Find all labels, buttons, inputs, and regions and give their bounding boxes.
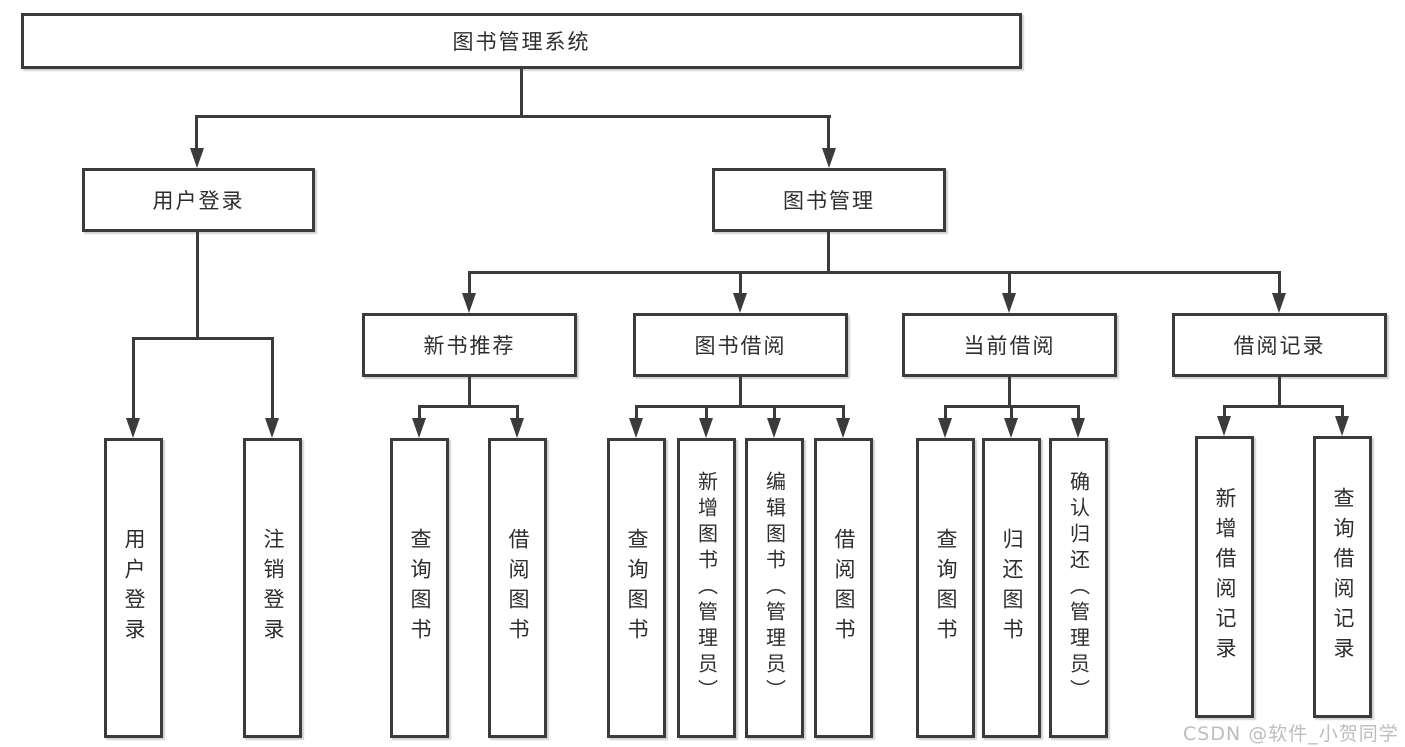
connector-line <box>195 115 831 118</box>
connector-line <box>520 69 523 117</box>
connector-line <box>468 271 471 299</box>
connector-line <box>1223 405 1344 408</box>
node-borrow-records: 借阅记录 <box>1172 313 1387 377</box>
connector-line <box>1278 271 1281 299</box>
connector-line <box>1008 377 1011 407</box>
connector-line <box>1341 405 1344 420</box>
arrow-down-icon <box>836 418 850 438</box>
leaf-logout: 注销登录 <box>243 438 302 738</box>
connector-line <box>705 405 708 421</box>
node-new-book-recommend-label: 新书推荐 <box>423 334 516 358</box>
arrow-down-icon <box>1335 416 1349 436</box>
connector-line <box>132 337 135 421</box>
leaf-edit-books-admin: 编辑图书（管理员） <box>745 438 804 738</box>
connector-line <box>271 337 274 421</box>
arrow-down-icon <box>733 293 747 313</box>
arrow-down-icon <box>1272 293 1286 313</box>
arrow-down-icon <box>629 418 643 438</box>
arrow-down-icon <box>767 418 781 438</box>
connector-line <box>827 115 830 152</box>
arrow-down-icon <box>1071 418 1085 438</box>
connector-line <box>827 232 830 273</box>
connector-line <box>635 405 638 421</box>
leaf-borrow-books-recommend: 借阅图书 <box>488 438 547 738</box>
arrow-down-icon <box>126 418 140 438</box>
csdn-watermark: CSDN @软件_小贺同学 <box>1183 723 1399 745</box>
connector-line <box>739 271 742 299</box>
connector-line <box>1008 271 1011 299</box>
node-book-borrow-label: 图书借阅 <box>694 334 787 358</box>
arrow-down-icon <box>190 148 204 168</box>
arrow-down-icon <box>938 418 952 438</box>
node-root-label: 图书管理系统 <box>452 30 591 54</box>
connector-line <box>1223 405 1226 420</box>
connector-line <box>468 377 471 407</box>
arrow-down-icon <box>1002 293 1016 313</box>
connector-line <box>468 271 1281 274</box>
arrow-down-icon <box>1004 418 1018 438</box>
connector-line <box>196 232 199 337</box>
node-user-login: 用户登录 <box>82 168 315 232</box>
leaf-user-login: 用户登录 <box>104 438 163 738</box>
arrow-down-icon <box>699 418 713 438</box>
leaf-return-books: 归还图书 <box>982 438 1041 738</box>
node-borrow-records-label: 借阅记录 <box>1233 334 1326 358</box>
node-current-borrow: 当前借阅 <box>902 313 1117 377</box>
leaf-add-borrow-record: 新增借阅记录 <box>1195 436 1254 718</box>
connector-line <box>1278 377 1281 407</box>
leaf-query-borrow-record: 查询借阅记录 <box>1313 436 1372 718</box>
connector-line <box>773 405 776 421</box>
node-new-book-recommend: 新书推荐 <box>362 313 577 377</box>
arrow-down-icon <box>462 293 476 313</box>
leaf-query-books-recommend: 查询图书 <box>390 438 449 738</box>
arrow-down-icon <box>412 418 426 438</box>
arrow-down-icon <box>265 418 279 438</box>
leaf-query-books-current: 查询图书 <box>916 438 975 738</box>
connector-line <box>195 115 198 152</box>
node-current-borrow-label: 当前借阅 <box>963 334 1056 358</box>
connector-line <box>132 337 274 340</box>
leaf-confirm-return-admin: 确认归还（管理员） <box>1049 438 1108 738</box>
arrow-down-icon <box>1217 416 1231 436</box>
node-book-borrow: 图书借阅 <box>633 313 848 377</box>
connector-line <box>1010 405 1013 421</box>
connector-line <box>516 405 519 421</box>
node-book-management: 图书管理 <box>712 168 946 232</box>
leaf-borrow-books: 借阅图书 <box>814 438 873 738</box>
connector-line <box>944 405 947 421</box>
connector-line <box>418 405 421 421</box>
connector-line <box>418 405 519 408</box>
leaf-query-books-borrow: 查询图书 <box>607 438 666 738</box>
connector-line <box>842 405 845 421</box>
node-root: 图书管理系统 <box>21 13 1022 69</box>
leaf-add-books-admin: 新增图书（管理员） <box>677 438 736 738</box>
arrow-down-icon <box>822 148 836 168</box>
connector-line <box>739 377 742 407</box>
connector-line <box>1077 405 1080 421</box>
node-user-login-label: 用户登录 <box>152 189 245 213</box>
connector-line <box>635 405 845 408</box>
arrow-down-icon <box>510 418 524 438</box>
node-book-management-label: 图书管理 <box>783 189 875 213</box>
